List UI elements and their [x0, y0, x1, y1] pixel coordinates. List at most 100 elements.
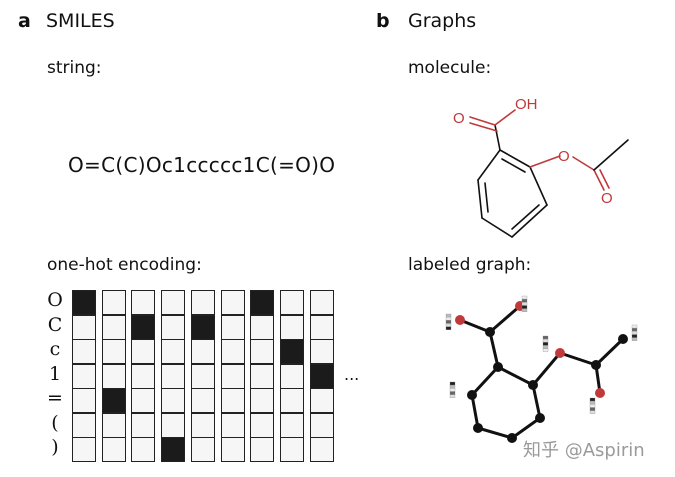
carboxyl-bond: [494, 124, 501, 151]
graph-node-carbon: [535, 413, 545, 423]
feature-vector-cell: [445, 313, 452, 318]
onehot-cell: [161, 437, 186, 462]
onehot-cell: [161, 314, 186, 340]
feature-vector-cell: [631, 334, 638, 338]
panel-b-letter: b: [376, 10, 390, 32]
graph-node-carbon: [473, 423, 483, 433]
feature-vector-cell: [631, 337, 638, 341]
ring-bond: [511, 204, 548, 238]
graph-node-carbon: [493, 362, 503, 372]
onehot-cell: [190, 339, 215, 364]
graph-edge: [531, 351, 562, 387]
graph-node-carbon: [467, 390, 477, 400]
graph-edge: [470, 393, 480, 430]
onehot-label: one-hot encoding:: [47, 255, 202, 275]
onehot-cell: [250, 363, 275, 389]
node-feature-vectors: [445, 295, 638, 414]
graph-node-oxygen: [455, 315, 465, 325]
acetyl-double-bond: [593, 169, 605, 191]
ring-inner-bond: [484, 182, 489, 213]
onehot-cell: [309, 437, 334, 462]
feature-vector-cell: [449, 394, 456, 398]
acetyl-double-bond: [599, 169, 610, 189]
graph-edge: [594, 337, 625, 367]
graph-node-carbon: [485, 327, 495, 337]
atom-label-hydroxyl: OH: [515, 96, 538, 113]
onehot-token-label: O: [47, 289, 63, 311]
onehot-cell: [190, 314, 215, 340]
graph-edge: [458, 318, 492, 334]
onehot-cell: [131, 437, 156, 462]
onehot-token-label: (: [51, 411, 59, 434]
onehot-cell: [101, 314, 126, 340]
atom-label-acetyl-o: O: [601, 190, 613, 207]
feature-vector-cell: [589, 401, 596, 405]
feature-vector-cell: [542, 348, 549, 352]
onehot-cell: [279, 437, 304, 462]
feature-vector-cell: [449, 391, 456, 395]
feature-vector-cell: [542, 345, 549, 349]
onehot-cell: [250, 314, 275, 340]
onehot-token-label: c: [49, 338, 61, 360]
onehot-cell: [250, 290, 275, 315]
graph-edge: [531, 383, 542, 420]
feature-vector-cell: [631, 328, 638, 332]
onehot-cell: [279, 412, 304, 438]
graph-node-carbon: [507, 433, 517, 443]
graph-edge: [558, 351, 598, 367]
feature-vector-cell: [521, 299, 528, 303]
onehot-cell: [101, 290, 126, 315]
onehot-token-label: =: [47, 387, 63, 409]
feature-vector-cell: [589, 410, 596, 414]
onehot-cell: [101, 363, 126, 389]
ring-inner-bond: [501, 158, 526, 173]
feature-vector-cell: [445, 320, 452, 324]
ring-bond: [481, 217, 513, 238]
ring-bond: [477, 179, 483, 219]
graph-node-carbon: [591, 360, 601, 370]
onehot-cell: [309, 290, 334, 315]
onehot-token-label: 1: [48, 362, 62, 385]
graph-node-carbon: [618, 334, 628, 344]
onehot-cell: [72, 314, 96, 340]
feature-vector-cell: [631, 331, 638, 335]
ester-bond: [572, 156, 595, 171]
ring-bond: [499, 149, 531, 168]
string-label: string:: [47, 58, 102, 78]
onehot-token-label: ): [51, 436, 59, 458]
panel-a-title: SMILES: [46, 10, 115, 32]
onehot-cell: [309, 412, 334, 438]
atom-label-carbonyl-o: O: [453, 110, 465, 127]
onehot-cell: [279, 363, 304, 389]
feature-vector-cell: [445, 326, 452, 330]
graph-edge: [496, 365, 535, 387]
panel-b-title: Graphs: [408, 10, 477, 32]
hydroxyl-bond: [494, 109, 516, 126]
feature-vector-cell: [521, 295, 528, 300]
feature-vector-cell: [445, 323, 452, 327]
graph-edge: [510, 416, 542, 440]
feature-vector-cell: [589, 404, 596, 408]
onehot-ellipsis: ...: [344, 365, 360, 384]
graph-node-oxygen: [555, 348, 565, 358]
feature-vector-cell: [631, 324, 638, 329]
carbonyl-double-bond: [469, 116, 496, 126]
methyl-bond: [593, 139, 629, 171]
watermark: 知乎 @Aspirin: [523, 440, 645, 461]
onehot-cell: [72, 339, 96, 364]
onehot-cell: [279, 290, 304, 315]
graph-edge: [470, 365, 500, 397]
onehot-cell: [220, 437, 245, 462]
ring-bond: [477, 149, 501, 181]
onehot-cell: [190, 363, 215, 389]
ring-bond: [529, 166, 548, 206]
feature-vector-cell: [449, 388, 456, 392]
feature-vector-cell: [542, 335, 549, 340]
molecule-label: molecule:: [408, 58, 492, 78]
onehot-cell: [250, 412, 275, 438]
feature-vector-cell: [542, 342, 549, 346]
onehot-cell: [190, 437, 215, 462]
onehot-cell: [220, 314, 245, 340]
feature-vector-cell: [449, 381, 456, 386]
